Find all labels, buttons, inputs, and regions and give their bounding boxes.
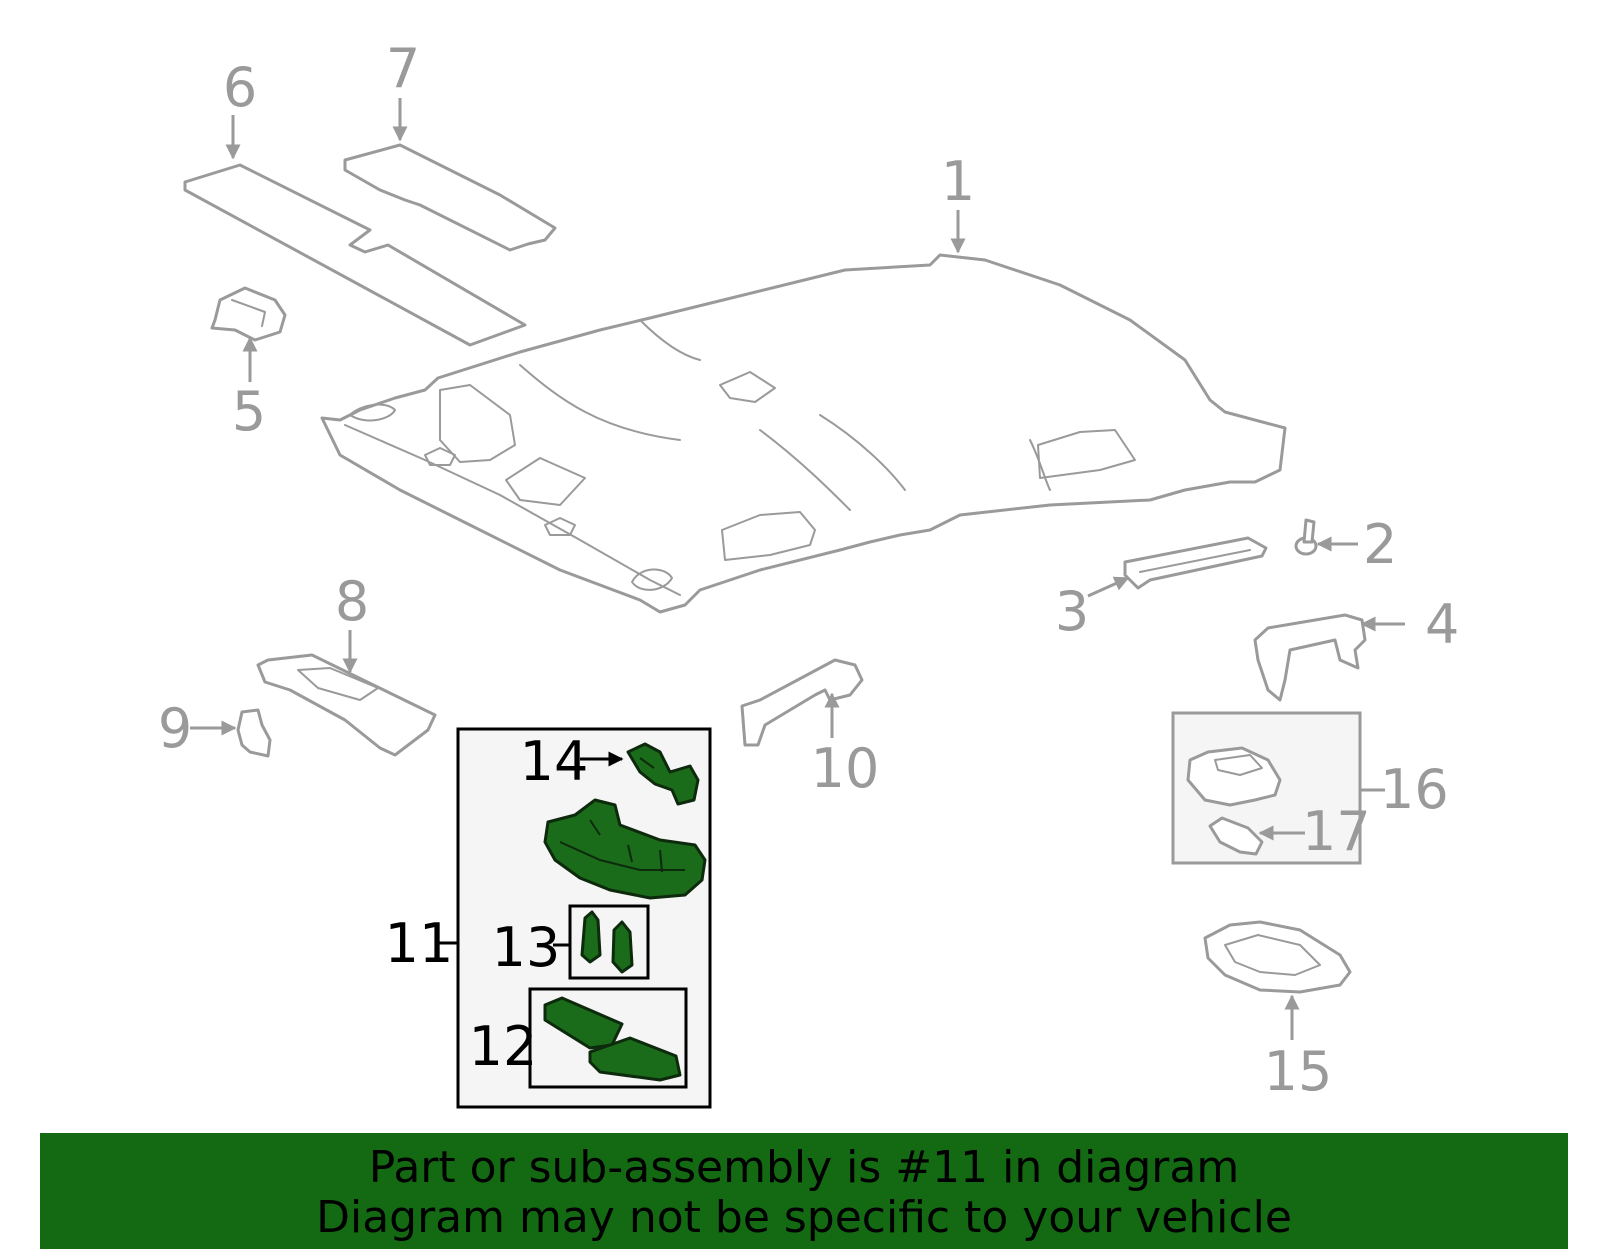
part-2-screw[interactable] (1294, 518, 1318, 556)
part-9-holder[interactable] (236, 708, 272, 758)
callout-8[interactable]: 8 (335, 570, 369, 633)
part-6-pad[interactable] (183, 163, 527, 347)
part-16-lamp[interactable] (1186, 746, 1282, 807)
banner-line-2: Diagram may not be specific to your vehi… (316, 1192, 1292, 1243)
part-5-clip[interactable] (210, 286, 287, 342)
callout-6[interactable]: 6 (223, 56, 257, 119)
part-3-rail[interactable] (1123, 536, 1268, 590)
part-10-assist-grip[interactable] (740, 658, 864, 747)
callout-9[interactable]: 9 (158, 697, 192, 760)
callout-11[interactable]: 11 (385, 912, 454, 975)
part-8-sun-visor[interactable] (256, 653, 437, 757)
part-12-lenses[interactable] (543, 996, 682, 1082)
callout-13[interactable]: 13 (492, 916, 561, 979)
banner-line-1: Part or sub-assembly is #11 in diagram (368, 1142, 1240, 1193)
callout-17[interactable]: 17 (1302, 800, 1371, 863)
callout-2[interactable]: 2 (1363, 513, 1397, 576)
leader-lines (190, 98, 1405, 1040)
part-15-lamp-housing[interactable] (1203, 920, 1352, 994)
callout-1[interactable]: 1 (941, 150, 975, 213)
info-banner: Part or sub-assembly is #11 in diagram D… (40, 1133, 1568, 1249)
part-11-dome-lamp[interactable] (543, 798, 707, 900)
callout-16[interactable]: 16 (1380, 758, 1449, 821)
callout-10[interactable]: 10 (811, 737, 880, 800)
part-17-bulb[interactable] (1208, 816, 1264, 856)
callout-4[interactable]: 4 (1425, 593, 1459, 656)
part-13-bulbs[interactable] (580, 910, 634, 974)
part-4-bracket[interactable] (1253, 613, 1367, 702)
callout-labels: 1 2 3 4 5 6 7 8 9 10 11 12 13 14 15 16 1… (158, 37, 1460, 1103)
callout-14[interactable]: 14 (520, 730, 589, 793)
part-1-headliner[interactable] (320, 253, 1287, 614)
callout-3[interactable]: 3 (1055, 580, 1089, 643)
part-7-pad[interactable] (343, 143, 557, 252)
callout-7[interactable]: 7 (386, 37, 420, 100)
callout-15[interactable]: 15 (1264, 1040, 1333, 1103)
part-14-socket[interactable] (626, 742, 700, 806)
callout-12[interactable]: 12 (469, 1015, 538, 1078)
callout-5[interactable]: 5 (232, 380, 266, 443)
